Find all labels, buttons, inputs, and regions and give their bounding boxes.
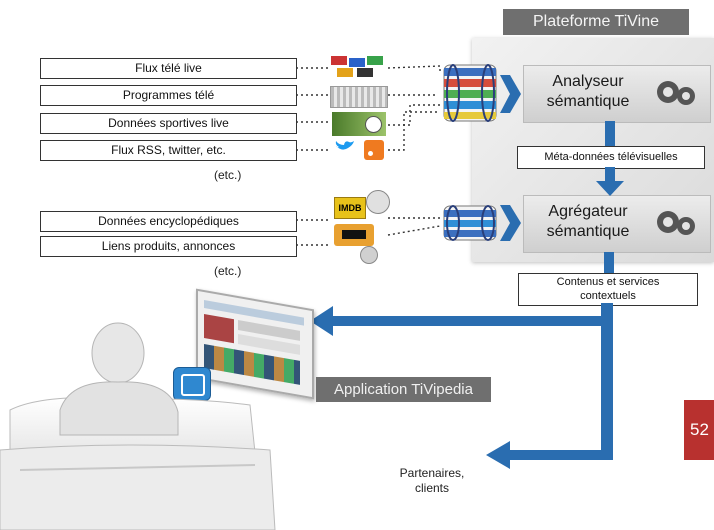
- app-label: Application TiVipedia: [316, 377, 491, 402]
- analyzer-block: Analyseur sémantique: [523, 65, 711, 123]
- twitter-icon: [335, 141, 354, 150]
- source-live-tv: Flux télé live: [40, 58, 297, 79]
- data-bundle-2: [443, 205, 497, 241]
- source-rss-twitter: Flux RSS, twitter, etc.: [40, 140, 297, 161]
- ad-icon: [360, 246, 378, 264]
- platform-title: Plateforme TiVine: [503, 9, 689, 35]
- wikipedia-icon: [366, 190, 390, 214]
- aggregator-block: Agrégateur sémantique: [523, 195, 711, 253]
- arrow-analyzer-down: [605, 121, 615, 146]
- arrow-to-partners: [486, 441, 510, 469]
- page-number-badge: 52: [684, 400, 714, 460]
- arrow-to-app: [310, 306, 333, 336]
- tv-channels-icon: [331, 56, 385, 78]
- metadata-label: Méta-données télévisuelles: [517, 146, 705, 169]
- source-label: Liens produits, annonces: [101, 239, 236, 253]
- source-tv-programs: Programmes télé: [40, 85, 297, 106]
- source-encyclopedic: Données encyclopédiques: [40, 211, 297, 232]
- data-bundle-1: [443, 64, 497, 122]
- contents-label: Contenus et services contextuels: [518, 273, 698, 306]
- gears-icon: [657, 81, 695, 105]
- sports-icon: [332, 112, 386, 136]
- output-trunk: [601, 303, 613, 455]
- source-label: Données sportives live: [108, 116, 229, 130]
- source-label: Flux télé live: [135, 61, 202, 75]
- dotted-connectors: [296, 65, 441, 246]
- tv-guide-icon: [330, 86, 388, 108]
- arrow-to-aggregator: [500, 205, 521, 241]
- tivipedia-app-icon: [173, 367, 211, 401]
- gears-icon: [657, 211, 695, 235]
- partners-label: Partenaires, clients: [399, 466, 465, 495]
- imdb-icon: IMDB: [334, 197, 366, 219]
- source-product-links: Liens produits, annonces: [40, 236, 297, 257]
- source-label: Flux RSS, twitter, etc.: [111, 143, 226, 157]
- shopping-icon: [334, 224, 374, 246]
- analyzer-label: Analyseur sémantique: [546, 73, 630, 110]
- viewer-on-couch-illustration: [0, 322, 276, 530]
- source-label: Programmes télé: [122, 88, 215, 102]
- etc-note-1: (etc.): [214, 168, 242, 182]
- rss-icon: [364, 140, 384, 160]
- etc-note-2: (etc.): [214, 264, 242, 278]
- source-live-sports: Données sportives live: [40, 113, 297, 134]
- source-label: Données encyclopédiques: [98, 214, 239, 228]
- arrow-to-aggregator-down: [596, 181, 624, 196]
- aggregator-label: Agrégateur sémantique: [546, 203, 630, 240]
- arrow-to-analyzer: [500, 75, 521, 113]
